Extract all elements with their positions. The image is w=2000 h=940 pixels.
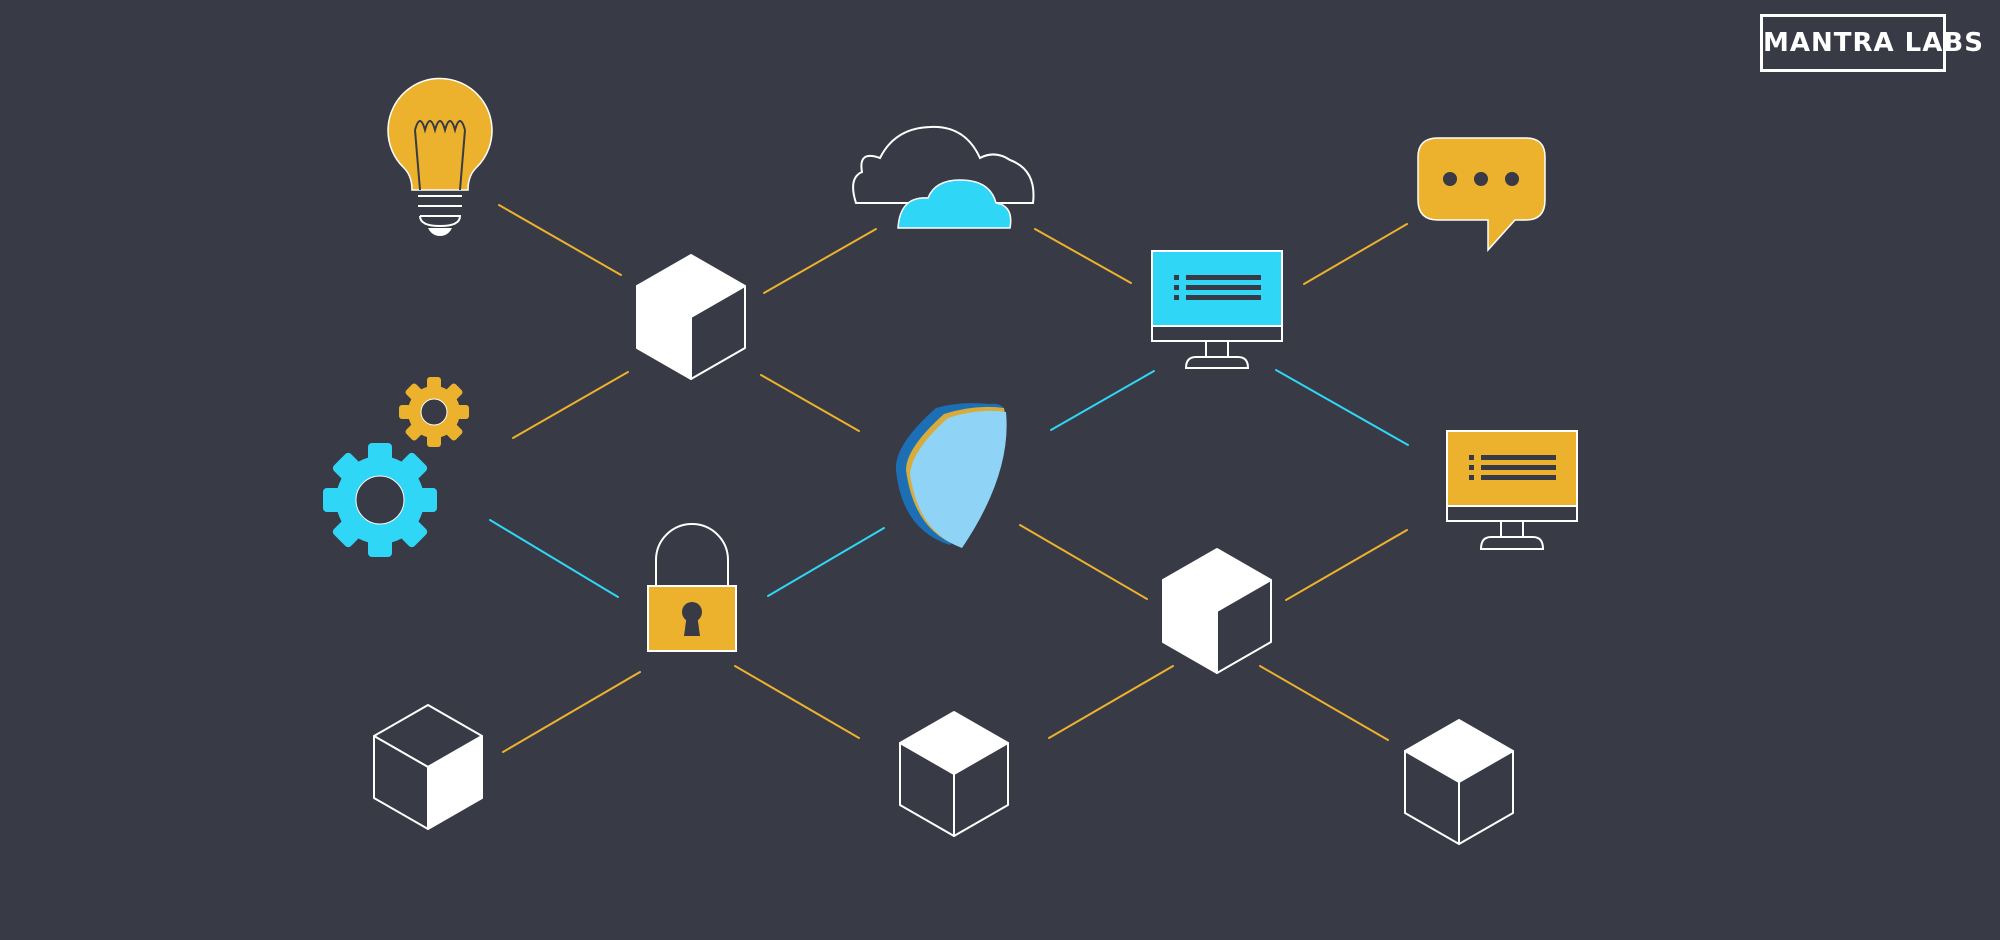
- connector-line: [734, 665, 860, 739]
- gears-icon: [323, 377, 469, 557]
- connector-line: [1048, 665, 1174, 739]
- lightbulb-icon: [387, 77, 493, 236]
- connector-line: [1259, 665, 1389, 741]
- cloud-icon: [852, 125, 1035, 229]
- cube-icon: [373, 704, 483, 830]
- connector-line: [763, 228, 877, 294]
- chat-bubble-icon: [1417, 137, 1546, 252]
- monitor-icon: [1151, 250, 1283, 369]
- logo-text: MANTRA LABS: [1763, 28, 1984, 58]
- cube-icon: [1404, 719, 1514, 845]
- connector-line: [489, 519, 619, 598]
- monitor-icon: [1446, 430, 1578, 550]
- mantra-labs-logo: MANTRA LABS: [1760, 14, 1984, 72]
- padlock-icon: [647, 523, 737, 652]
- shield-icon: [895, 403, 1007, 548]
- cube-icon: [899, 711, 1009, 837]
- connector-line: [512, 371, 629, 439]
- connector-line: [1019, 524, 1148, 600]
- connector-line: [760, 374, 860, 432]
- connector-line: [502, 671, 641, 753]
- connector-line: [498, 204, 622, 276]
- connector-line: [1303, 223, 1408, 285]
- connector-line: [767, 527, 885, 597]
- connector-line: [1034, 228, 1132, 284]
- connector-line: [1050, 370, 1155, 431]
- connector-line: [1275, 369, 1409, 446]
- cube-icon: [1162, 548, 1272, 674]
- connector-line: [1285, 529, 1408, 601]
- cube-icon: [636, 254, 746, 380]
- connector-lines: [489, 204, 1409, 753]
